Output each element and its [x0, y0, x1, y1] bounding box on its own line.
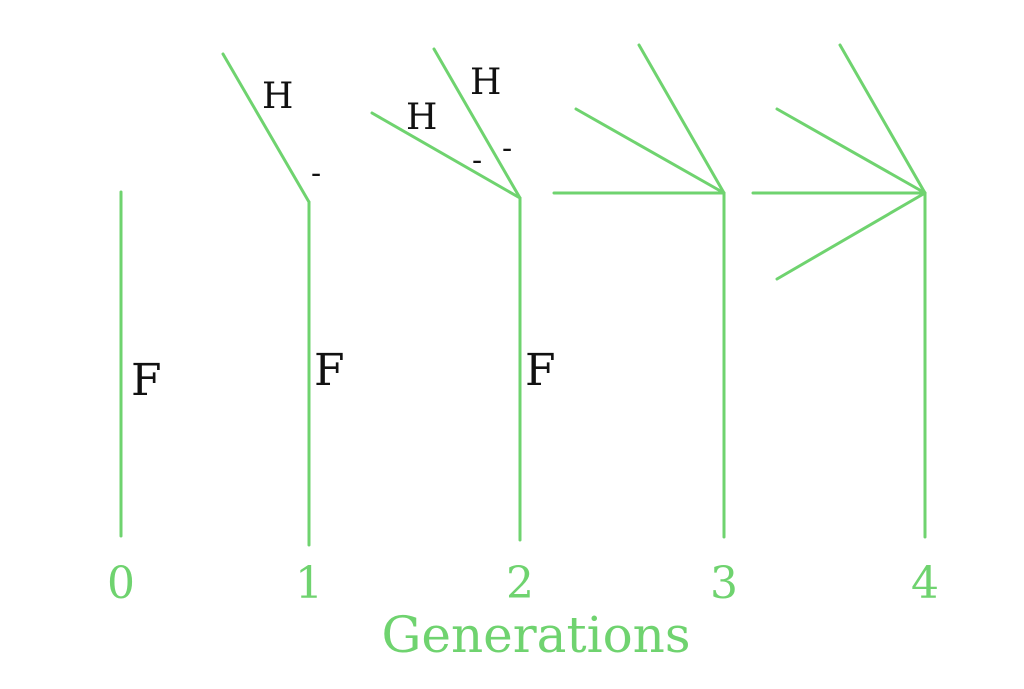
segment-h — [574, 107, 726, 195]
generation-label: 2 — [506, 558, 534, 609]
segment-h — [221, 52, 311, 204]
symbol-h: H — [262, 76, 293, 117]
generation-1: H - F 1 — [221, 52, 345, 609]
generation-label: 1 — [295, 558, 323, 609]
symbol-minus: - — [311, 156, 321, 191]
generation-2: H H - - F 2 — [370, 47, 556, 609]
generation-4: 4 — [751, 43, 939, 609]
symbol-h: H — [406, 97, 437, 138]
generation-label: 0 — [107, 558, 135, 609]
segment-h — [775, 191, 927, 281]
symbol-h: H — [470, 62, 501, 103]
generation-label: 3 — [710, 558, 738, 609]
generation-0: F 0 — [107, 190, 162, 609]
symbol-f: F — [131, 355, 162, 406]
segment-h — [838, 43, 927, 195]
symbol-minus: - — [502, 131, 512, 166]
segment-h — [775, 107, 927, 195]
symbol-f: F — [314, 345, 345, 396]
segment-h — [432, 47, 522, 200]
generation-3: 3 — [552, 43, 738, 609]
symbol-f: F — [525, 345, 556, 396]
segment-h — [370, 111, 522, 200]
generation-label: 4 — [911, 558, 939, 609]
symbol-minus: - — [472, 143, 482, 178]
segment-h — [637, 43, 726, 195]
generations-caption: Generations — [381, 606, 690, 664]
